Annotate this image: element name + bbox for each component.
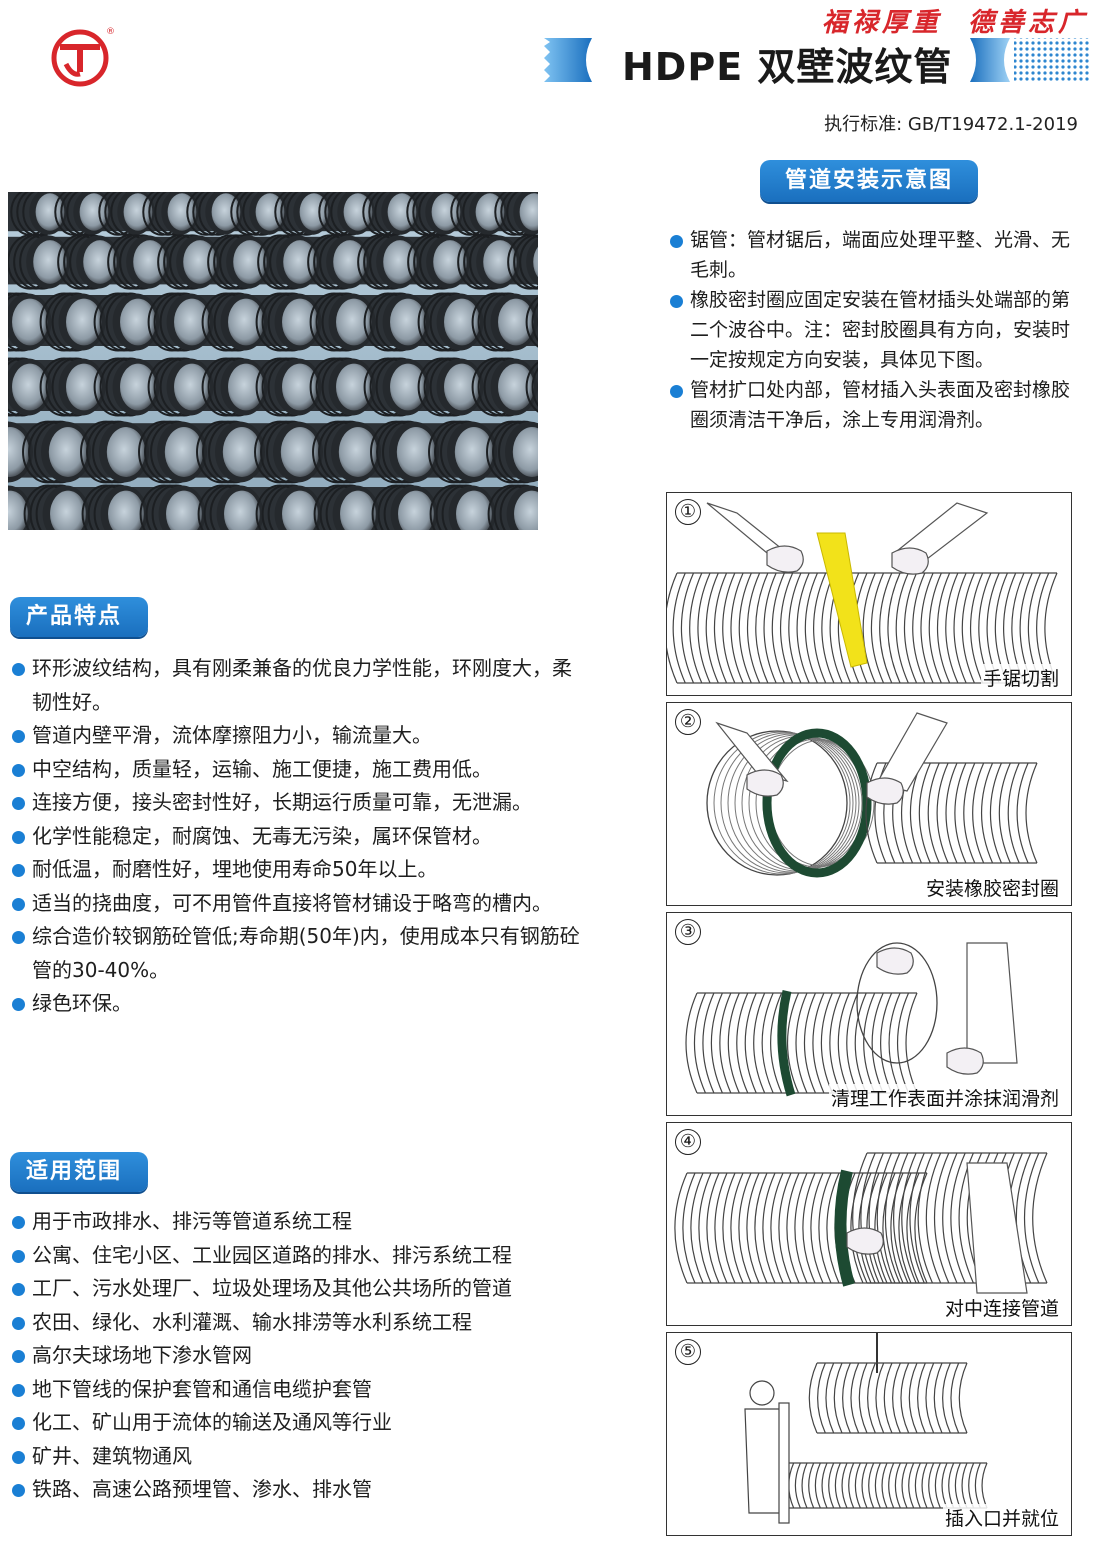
install-step-1: ① 手锯切割 bbox=[666, 492, 1072, 696]
step-number: ① bbox=[675, 499, 701, 525]
list-item: 综合造价较钢筋砼管低;寿命期(50年)内，使用成本只有钢筋砼管的30-40%。 bbox=[8, 920, 588, 987]
scope-heading: 适用范围 bbox=[10, 1152, 148, 1192]
list-item: 铁路、高速公路预埋管、渗水、排水管 bbox=[8, 1473, 588, 1507]
list-item: 锯管：管材锯后，端面应处理平整、光滑、无毛刺。 bbox=[666, 225, 1078, 285]
step-caption: 安装橡胶密封圈 bbox=[923, 874, 1061, 901]
step-number: ④ bbox=[675, 1129, 701, 1155]
list-item: 用于市政排水、排污等管道系统工程 bbox=[8, 1205, 588, 1239]
list-item: 化工、矿山用于流体的输送及通风等行业 bbox=[8, 1406, 588, 1440]
step-number: ② bbox=[675, 709, 701, 735]
list-item: 公寓、住宅小区、工业园区道路的排水、排污系统工程 bbox=[8, 1239, 588, 1273]
product-photo bbox=[8, 192, 538, 530]
page-title: HDPE 双壁波纹管 bbox=[622, 45, 953, 89]
step-number: ⑤ bbox=[675, 1339, 701, 1365]
slogan: 福禄厚重 德善志广 bbox=[821, 8, 1088, 38]
standard-label: 执行标准: GB/T19472.1-2019 bbox=[824, 114, 1078, 135]
list-item: 连接方便，接头密封性好，长期运行质量可靠，无泄漏。 bbox=[8, 786, 588, 820]
list-item: 环形波纹结构，具有刚柔兼备的优良力学性能，环刚度大，柔韧性好。 bbox=[8, 652, 588, 719]
step-caption: 对中连接管道 bbox=[942, 1294, 1061, 1321]
list-item: 管材扩口处内部，管材插入头表面及密封橡胶圈须清洁干净后，涂上专用润滑剂。 bbox=[666, 375, 1078, 435]
step-caption: 手锯切割 bbox=[980, 664, 1061, 691]
list-item: 高尔夫球场地下渗水管网 bbox=[8, 1339, 588, 1373]
list-item: 化学性能稳定，耐腐蚀、无毒无污染，属环保管材。 bbox=[8, 820, 588, 854]
scope-list: 用于市政排水、排污等管道系统工程 公寓、住宅小区、工业园区道路的排水、排污系统工… bbox=[8, 1205, 588, 1507]
step-number: ③ bbox=[675, 919, 701, 945]
list-item: 地下管线的保护套管和通信电缆护套管 bbox=[8, 1373, 588, 1407]
step-3-illustration bbox=[685, 942, 1018, 1097]
banner-right-decoration bbox=[970, 38, 1090, 82]
list-item: 农田、绿化、水利灌溉、输水排涝等水利系统工程 bbox=[8, 1306, 588, 1340]
step-2-illustration bbox=[706, 712, 1038, 878]
list-item: 绿色环保。 bbox=[8, 987, 588, 1021]
list-item: 适当的挠曲度，可不用管件直接将管材铺设于略弯的槽内。 bbox=[8, 887, 588, 921]
title-banner: HDPE 双壁波纹管 bbox=[540, 34, 1090, 89]
list-item: 橡胶密封圈应固定安装在管材插头处端部的第二个波谷中。注：密封胶圈具有方向，安装时… bbox=[666, 285, 1078, 375]
tj-logo-icon: ® bbox=[50, 24, 116, 90]
list-item: 矿井、建筑物通风 bbox=[8, 1440, 588, 1474]
install-step-5: ⑤ 插入口并就位 bbox=[666, 1332, 1072, 1536]
svg-text:®: ® bbox=[106, 27, 115, 37]
step-caption: 插入口并就位 bbox=[942, 1504, 1061, 1531]
features-list: 环形波纹结构，具有刚柔兼备的优良力学性能，环刚度大，柔韧性好。 管道内壁平滑，流… bbox=[8, 652, 588, 1021]
step-4-illustration bbox=[674, 1152, 1048, 1294]
list-item: 管道内壁平滑，流体摩擦阻力小，输流量大。 bbox=[8, 719, 588, 753]
step-5-illustration bbox=[744, 1333, 988, 1524]
banner-left-decoration bbox=[544, 38, 592, 82]
install-heading: 管道安装示意图 bbox=[760, 160, 978, 202]
install-step-3: ③ 清理工作表面并涂抹润滑剂 bbox=[666, 912, 1072, 1116]
list-item: 中空结构，质量轻，运输、施工便捷，施工费用低。 bbox=[8, 753, 588, 787]
install-step-2: ② 安装橡胶密封圈 bbox=[666, 702, 1072, 906]
step-caption: 清理工作表面并涂抹润滑剂 bbox=[828, 1084, 1061, 1111]
install-step-4: ④ 对中连接管道 bbox=[666, 1122, 1072, 1326]
list-item: 工厂、污水处理厂、垃圾处理场及其他公共场所的管道 bbox=[8, 1272, 588, 1306]
list-item: 耐低温，耐磨性好，埋地使用寿命50年以上。 bbox=[8, 853, 588, 887]
install-list: 锯管：管材锯后，端面应处理平整、光滑、无毛刺。 橡胶密封圈应固定安装在管材插头处… bbox=[666, 225, 1078, 435]
features-heading: 产品特点 bbox=[10, 597, 148, 637]
